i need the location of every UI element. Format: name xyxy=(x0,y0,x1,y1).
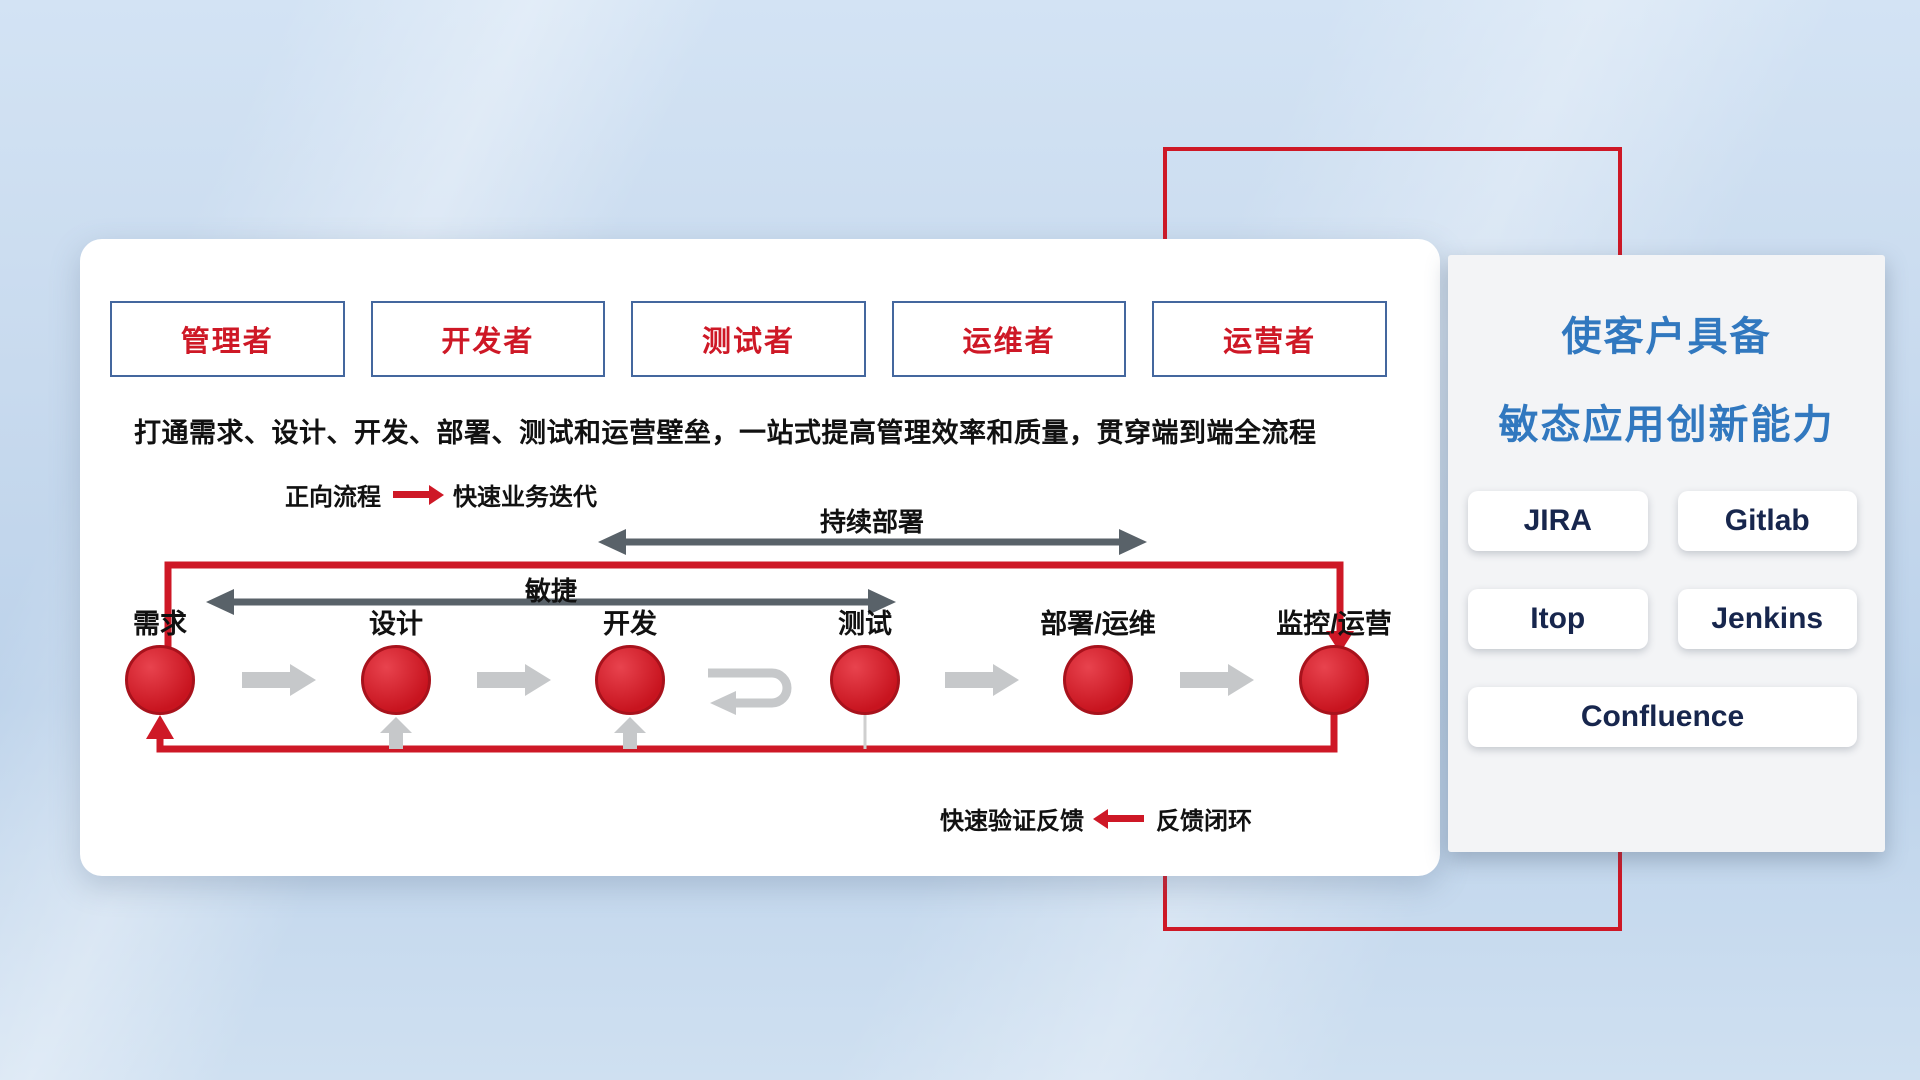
tool-chip-gitlab: Gitlab xyxy=(1677,491,1857,551)
role-box-manager: 管理者 xyxy=(110,301,345,377)
flow-node-requirement: 需求 xyxy=(80,607,240,715)
devops-flow-card: 管理者 开发者 测试者 运维者 运营者 打通需求、设计、开发、部署、测试和运营壁… xyxy=(80,239,1440,876)
step-arrow-icon xyxy=(242,664,316,696)
arrowhead-left-icon xyxy=(206,589,234,615)
tool-chip-confluence: Confluence xyxy=(1468,687,1857,747)
iteration-loop-icon xyxy=(708,668,792,708)
iteration-loop-arrowhead-icon xyxy=(710,691,736,715)
role-box-business-ops: 运营者 xyxy=(1152,301,1387,377)
red-right-arrow-icon xyxy=(393,491,429,498)
flow-node-test: 测试 xyxy=(785,607,945,715)
legend-feedback-loop: 快速验证反馈 反馈闭环 xyxy=(940,801,1252,836)
card-subtitle: 打通需求、设计、开发、部署、测试和运营壁垒，一站式提高管理效率和质量，贯穿端到端… xyxy=(134,418,1317,448)
red-forward-arrowhead-icon xyxy=(1326,631,1354,653)
flow-node-circle-icon xyxy=(1299,645,1369,715)
tools-grid: JIRA Gitlab Itop Jenkins Confluence xyxy=(1468,491,1857,747)
feedback-up-arrow-icon xyxy=(380,717,412,749)
legend-forward-value: 快速业务迭代 xyxy=(453,484,597,511)
step-arrow-icon xyxy=(477,664,551,696)
flow-node-design: 设计 xyxy=(316,607,476,715)
flow-node-label: 监控/运营 xyxy=(1276,609,1392,639)
arrowhead-right-icon xyxy=(868,589,896,615)
flow-node-label: 设计 xyxy=(369,609,423,639)
red-forward-loop-line xyxy=(164,561,1344,651)
role-box-developer: 开发者 xyxy=(370,301,606,377)
flow-node-label: 需求 xyxy=(133,609,187,639)
step-arrow-icon xyxy=(945,664,1019,696)
flow-node-deploy-ops: 部署/运维 xyxy=(1018,607,1178,715)
flow-node-circle-icon xyxy=(830,645,900,715)
roles-row: 管理者 开发者 测试者 运维者 运营者 xyxy=(110,301,1387,377)
red-left-arrow-icon xyxy=(1108,815,1144,822)
role-box-ops: 运维者 xyxy=(891,301,1127,377)
step-arrow-icon xyxy=(1180,664,1254,696)
agile-label: 敏捷 xyxy=(524,576,577,606)
tool-chip-jenkins: Jenkins xyxy=(1677,589,1857,649)
role-label: 开发者 xyxy=(441,326,535,358)
flow-node-monitor-ops: 监控/运营 xyxy=(1254,607,1414,715)
flow-diagram-graphics xyxy=(146,529,1354,753)
legend-forward-flow: 正向流程 快速业务迭代 xyxy=(285,477,597,512)
role-label: 运营者 xyxy=(1223,326,1317,358)
arrowhead-left-icon xyxy=(598,529,626,555)
role-label: 管理者 xyxy=(180,326,274,358)
tools-panel: 使客户具备 敏态应用创新能力 JIRA Gitlab Itop Jenkins … xyxy=(1448,255,1885,852)
legend-forward-label: 正向流程 xyxy=(285,484,381,511)
flow-node-circle-icon xyxy=(361,645,431,715)
flow-node-circle-icon xyxy=(125,645,195,715)
panel-title-line1: 使客户具备 xyxy=(1561,315,1772,359)
flow-node-circle-icon xyxy=(595,645,665,715)
role-box-tester: 测试者 xyxy=(631,301,866,377)
panel-title-line2: 敏态应用创新能力 xyxy=(1498,403,1835,447)
continuous-deploy-label: 持续部署 xyxy=(819,507,924,537)
legend-feedback-label: 快速验证反馈 xyxy=(940,808,1084,835)
flow-node-label: 测试 xyxy=(838,609,892,639)
role-label: 运维者 xyxy=(962,326,1056,358)
flow-node-circle-icon xyxy=(1063,645,1133,715)
red-feedback-loop-line xyxy=(156,712,1338,753)
red-feedback-arrowhead-icon xyxy=(146,715,174,739)
flow-node-label: 开发 xyxy=(603,609,657,639)
flow-node-develop: 开发 xyxy=(550,607,710,715)
tool-chip-jira: JIRA xyxy=(1468,491,1648,551)
arrowhead-right-icon xyxy=(1119,529,1147,555)
panel-title: 使客户具备 敏态应用创新能力 xyxy=(1448,293,1885,469)
role-label: 测试者 xyxy=(701,326,795,358)
feedback-up-arrow-icon xyxy=(614,717,646,749)
legend-feedback-value: 反馈闭环 xyxy=(1156,808,1252,835)
flow-node-label: 部署/运维 xyxy=(1040,609,1156,639)
tool-chip-itop: Itop xyxy=(1468,589,1648,649)
